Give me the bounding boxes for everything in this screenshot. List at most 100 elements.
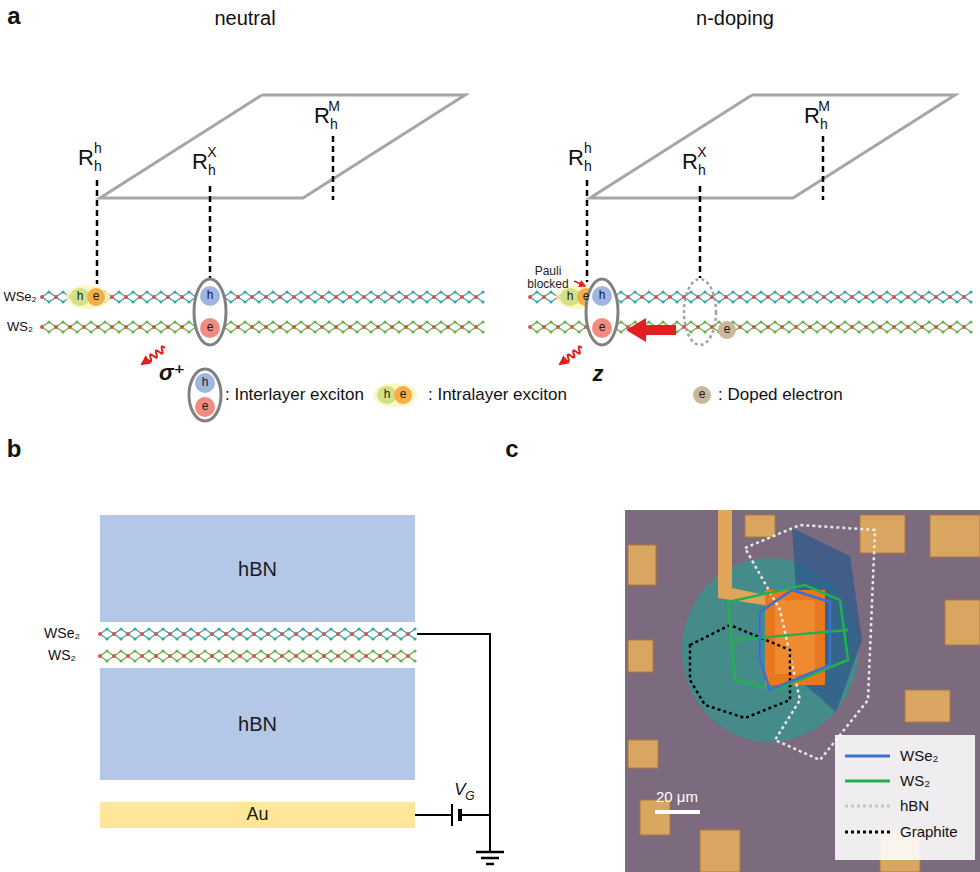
chalcogen-atom	[243, 300, 246, 303]
metal-atom	[878, 295, 882, 299]
chalcogen-atom	[899, 320, 902, 323]
chalcogen-atom	[689, 290, 692, 293]
legend-text: : Intralayer exciton	[428, 386, 567, 405]
metal-atom	[892, 325, 896, 329]
chalcogen-atom	[327, 290, 330, 293]
chalcogen-atom	[535, 320, 538, 323]
metal-atom	[460, 325, 464, 329]
chalcogen-atom	[399, 637, 402, 640]
metal-atom	[280, 632, 284, 636]
metal-atom	[362, 325, 366, 329]
chalcogen-atom	[245, 659, 248, 662]
chalcogen-atom	[857, 300, 860, 303]
chalcogen-atom	[119, 627, 122, 630]
chalcogen-atom	[801, 320, 804, 323]
metal-atom	[460, 295, 464, 299]
chalcogen-atom	[301, 637, 304, 640]
chalcogen-atom	[885, 320, 888, 323]
metal-atom	[168, 632, 172, 636]
chalcogen-atom	[941, 290, 944, 293]
legend-text: : Interlayer exciton	[225, 386, 364, 405]
chalcogen-atom	[271, 300, 274, 303]
battery-plate	[458, 809, 462, 821]
metal-atom	[864, 325, 868, 329]
chalcogen-atom	[703, 320, 706, 323]
chalcogen-atom	[675, 300, 678, 303]
chalcogen-atom	[315, 659, 318, 662]
chalcogen-atom	[217, 659, 220, 662]
metal-atom	[390, 325, 394, 329]
chalcogen-atom	[187, 300, 190, 303]
metal-atom	[294, 654, 298, 658]
chalcogen-atom	[159, 320, 162, 323]
chalcogen-atom	[257, 300, 260, 303]
interlayer-exciton-outline	[194, 279, 226, 345]
chalcogen-atom	[633, 300, 636, 303]
chalcogen-atom	[287, 649, 290, 652]
metal-atom	[406, 654, 410, 658]
chalcogen-atom	[315, 649, 318, 652]
chalcogen-atom	[161, 659, 164, 662]
metal-atom	[54, 295, 58, 299]
chalcogen-atom	[481, 320, 484, 323]
chalcogen-atom	[577, 320, 580, 323]
battery-plate	[451, 804, 453, 826]
metal-atom	[724, 295, 728, 299]
chalcogen-atom	[385, 637, 388, 640]
metal-atom	[406, 632, 410, 636]
site-label: R	[192, 150, 208, 174]
exciton-letter: e	[93, 290, 100, 303]
metal-atom	[474, 325, 478, 329]
chalcogen-atom	[327, 320, 330, 323]
metal-atom	[446, 325, 450, 329]
metal-atom	[920, 295, 924, 299]
chalcogen-atom	[745, 320, 748, 323]
exciton-letter: e	[400, 388, 407, 401]
chalcogen-atom	[173, 290, 176, 293]
metal-atom	[654, 295, 658, 299]
chalcogen-atom	[159, 300, 162, 303]
metal-atom	[364, 654, 368, 658]
chalcogen-atom	[703, 290, 706, 293]
chalcogen-atom	[301, 627, 304, 630]
site-label: R	[568, 146, 584, 170]
exciton-letter: h	[384, 388, 391, 401]
metal-atom	[948, 325, 952, 329]
chalcogen-atom	[425, 300, 428, 303]
chalcogen-atom	[117, 300, 120, 303]
ground-symbol	[476, 851, 504, 854]
chalcogen-atom	[619, 320, 622, 323]
chalcogen-atom	[563, 330, 566, 333]
chalcogen-atom	[857, 330, 860, 333]
chalcogen-atom	[717, 300, 720, 303]
chalcogen-atom	[927, 330, 930, 333]
legend-line	[845, 755, 890, 758]
chalcogen-atom	[105, 659, 108, 662]
ground-symbol	[481, 857, 499, 860]
chalcogen-atom	[315, 627, 318, 630]
chalcogen-atom	[131, 320, 134, 323]
chalcogen-atom	[119, 649, 122, 652]
chalcogen-atom	[173, 300, 176, 303]
site-superscript: h	[94, 141, 102, 156]
chalcogen-atom	[133, 637, 136, 640]
metal-atom	[112, 654, 116, 658]
chalcogen-atom	[439, 330, 442, 333]
metal-atom	[474, 295, 478, 299]
chalcogen-atom	[329, 637, 332, 640]
chalcogen-atom	[397, 330, 400, 333]
chalcogen-atom	[413, 659, 416, 662]
metal-atom	[570, 325, 574, 329]
metal-atom	[236, 325, 240, 329]
site-marker-line	[209, 186, 212, 278]
chalcogen-atom	[955, 330, 958, 333]
chalcogen-atom	[829, 290, 832, 293]
metal-atom	[138, 325, 142, 329]
metal-atom	[404, 295, 408, 299]
interlayer-exciton-outline	[189, 369, 221, 421]
metal-atom	[98, 654, 102, 658]
chalcogen-atom	[301, 659, 304, 662]
contact-pad	[700, 830, 740, 872]
metal-atom	[294, 632, 298, 636]
chalcogen-atom	[159, 330, 162, 333]
